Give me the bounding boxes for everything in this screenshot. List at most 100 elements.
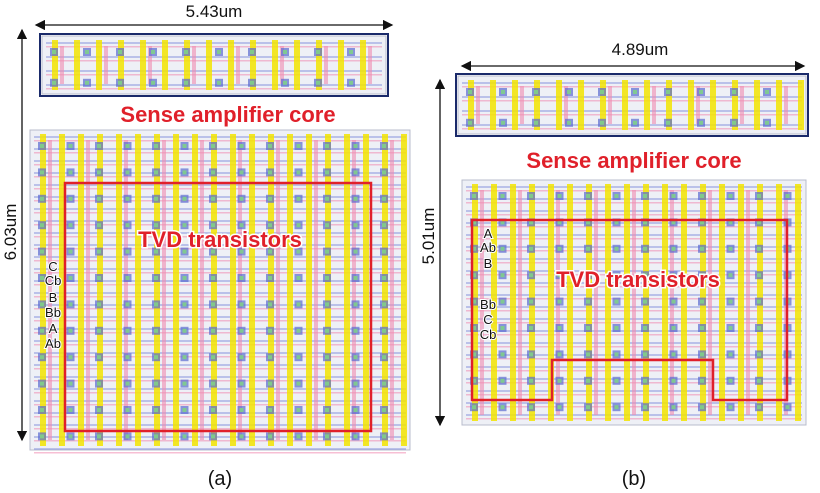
panel-a-body-poly-strip <box>40 134 46 446</box>
panel-b-core-metal-strip <box>520 86 524 124</box>
panel-b-core-poly-strip <box>798 80 804 130</box>
panel-a-body-metal-line <box>34 232 406 234</box>
panel-b-body-contact-core <box>757 378 761 383</box>
panel-a-body-contact-core <box>211 144 215 148</box>
panel-a-body-contact-core <box>40 408 44 412</box>
panel-a-body-metal-line <box>34 284 406 286</box>
panel-b-body-contact-core <box>671 246 676 251</box>
panel-b-body-contact-core <box>614 273 619 278</box>
panel-b-body-contact-core <box>529 246 533 251</box>
panel-a-body-poly-strip <box>154 134 160 446</box>
panel-b-body-contact-core <box>785 405 790 410</box>
panel-a-body-contact-core <box>125 355 130 360</box>
panel-b-body-contact-core <box>586 273 590 278</box>
panel-a-body-contact-core <box>239 170 244 175</box>
panel-a-body-metal-line <box>34 296 406 298</box>
panel-a-body-contact-core <box>40 381 44 386</box>
panel-a-body-contact-core <box>68 144 73 148</box>
panel-a-body-contact-core <box>296 276 301 280</box>
panel-a-body-contact-core <box>239 381 244 386</box>
panel-a-body-contact-core <box>68 223 73 228</box>
panel-a-body-contact-core <box>382 355 386 360</box>
panel-a-body-contact-core <box>296 223 301 228</box>
panel-a-body-contact-core <box>353 249 358 254</box>
panel-a-core-contact-core <box>151 80 155 85</box>
panel-a-body-contact-core <box>125 302 130 307</box>
panel-b-core-poly-strip <box>732 80 738 130</box>
panel-b-body-contact-core <box>500 378 505 383</box>
panel-b-body-contact-core <box>614 299 619 304</box>
panel-b-core-contact-core <box>501 90 505 94</box>
panel-b-body-contact-core <box>728 194 733 198</box>
panel-a-body-contact-core <box>268 381 272 386</box>
panel-b-core-poly-strip <box>534 80 540 130</box>
panel-b-body-contact-core <box>643 220 647 225</box>
panel-a-body-contact-core <box>97 408 101 412</box>
panel-a-body-contact-core <box>182 223 187 228</box>
panel-b-body-contact-core <box>757 246 761 251</box>
panel-b-body-metal-strip <box>480 190 484 415</box>
panel-a-body-contact-core <box>182 355 187 360</box>
panel-a-body-contact-core <box>40 434 44 439</box>
panel-b-core-contact-core <box>633 120 637 125</box>
panel-b-body-contact-core <box>529 220 533 225</box>
panel-b-body-metal-strip <box>746 190 750 415</box>
panel-a-body-contact-core <box>211 302 215 307</box>
panel-a-body-contact-core <box>325 170 329 175</box>
panel-b-body-contact-core <box>529 405 533 410</box>
panel-b-pin-2: Ab <box>480 240 496 255</box>
panel-b-core-contact-core <box>534 120 538 125</box>
panel-b-core-metal-strip <box>740 86 744 124</box>
panel-a-body-contact-core <box>296 196 301 201</box>
panel-a-core-poly-strip <box>74 40 80 90</box>
panel-a-body-metal-line <box>34 272 406 274</box>
panel-a-body-contact-core <box>268 302 272 307</box>
panel-b-body-contact-core <box>643 194 647 198</box>
panel-b-tvd-frame <box>470 218 789 402</box>
panel-a-body-metal-strip <box>48 140 52 440</box>
panel-a-body-contact-core <box>268 276 272 280</box>
panel-b-body-contact-core <box>757 273 761 278</box>
panel-a-body-contact-core <box>296 170 301 175</box>
panel-b-body-contact-core <box>500 326 505 330</box>
panel-b-body-contact-core <box>472 299 476 304</box>
panel-b-body-contact-core <box>643 246 647 251</box>
panel-a-core-contact-core <box>217 50 221 54</box>
panel-a-body-poly-strip <box>135 134 141 446</box>
panel-a-body-poly-strip <box>344 134 350 446</box>
panel-b-core-poly-strip <box>710 80 716 130</box>
panel-b-body-contact-core <box>728 378 733 383</box>
panel-a-body-poly-strip <box>173 134 179 446</box>
panel-a-body-contact-core <box>382 144 386 148</box>
panel-a-body-contact-core <box>325 276 329 280</box>
panel-a-body-metal-line <box>34 308 406 310</box>
panel-a-body-contact-core <box>125 408 130 412</box>
panel-b-core-poly-strip <box>754 80 760 130</box>
panel-b-body-contact-core <box>728 352 733 357</box>
panel-a-body-metal-line <box>34 416 406 418</box>
panel-b-body-poly-strip <box>624 184 630 421</box>
panel-b-body-contact-core <box>643 299 647 304</box>
panel-b-body-contact-core <box>700 299 704 304</box>
panel-a-body-contact-core <box>268 408 272 412</box>
panel-a-body-contact-core <box>353 328 358 333</box>
panel-a-body-contact-core <box>353 408 358 412</box>
panel-a-body-metal-strip <box>124 140 128 440</box>
panel-b-body-contact-core <box>529 299 533 304</box>
panel-b-core-metal-line <box>462 114 802 116</box>
panel-a-body-poly-strip <box>306 134 312 446</box>
panel-b-body-poly-strip <box>776 184 782 421</box>
panel-a-body-poly-strip <box>59 134 65 446</box>
panel-b-core-contact-core <box>699 90 703 94</box>
panel-a-body-poly-strip <box>401 134 407 446</box>
panel-b-body-contact-core <box>557 246 562 251</box>
panel-b-core-contact-core <box>501 120 505 125</box>
panel-a-body-metal-strip <box>86 140 90 440</box>
panel-a-body-metal-line <box>34 196 406 198</box>
panel-b-core-metal-line <box>462 128 802 130</box>
panel-a-body-contact-core <box>125 223 130 228</box>
panel-a-body-contact-core <box>211 223 215 228</box>
panel-a-body-contact-core <box>268 196 272 201</box>
panel-b-body-contact-core <box>614 326 619 330</box>
